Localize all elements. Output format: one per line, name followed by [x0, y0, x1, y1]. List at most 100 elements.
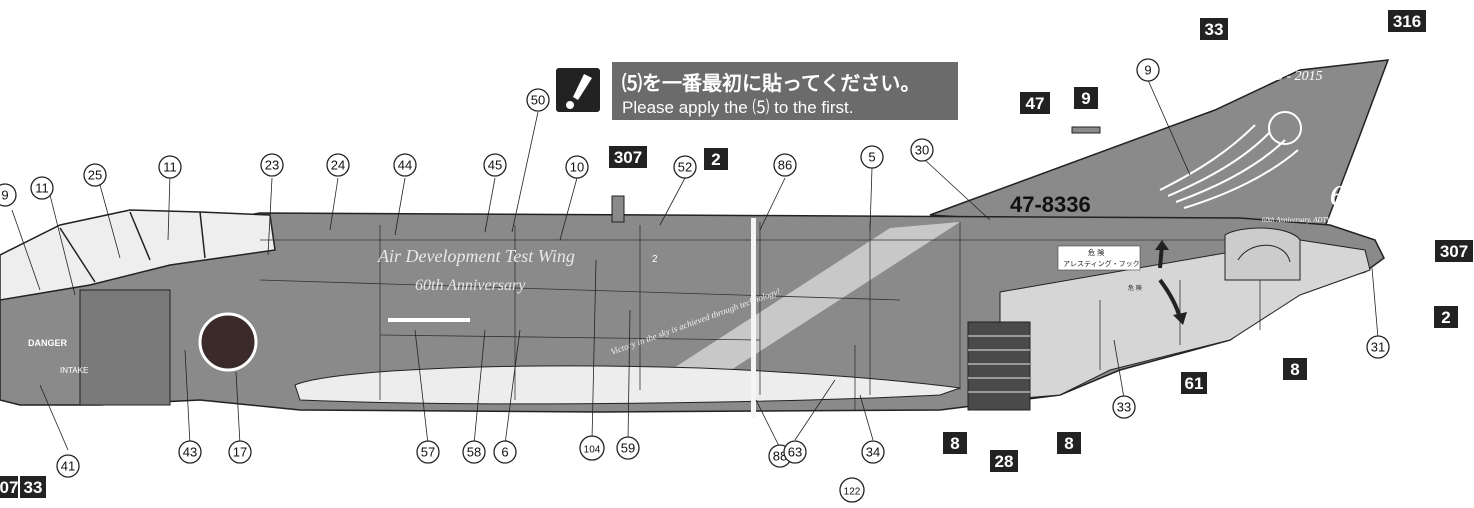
callout-label: 25 — [88, 168, 102, 183]
tail-sixty: 60 — [1330, 181, 1358, 212]
callout-circle-c9a: 9 — [0, 183, 17, 207]
callout-circle-c11a: 11 — [30, 176, 54, 200]
callout-box-b8b: 8 — [943, 432, 967, 454]
callout-label: 33 — [1117, 400, 1131, 415]
callout-circle-c11b: 11 — [158, 155, 182, 179]
callout-box-b2a: 2 — [704, 148, 728, 170]
callout-circle-c59: 59 — [616, 436, 640, 460]
callout-label: 9 — [1144, 63, 1151, 78]
callout-circle-c50: 50 — [526, 88, 550, 112]
callout-box-b9: 9 — [1074, 87, 1098, 109]
callout-circle-c63: 63 — [783, 440, 807, 464]
callout-label: 34 — [866, 445, 880, 460]
exclamation-glyph — [566, 74, 592, 109]
warning-intake: INTAKE — [60, 366, 88, 375]
callout-box-label: 33 — [1205, 20, 1224, 39]
callout-label: 45 — [488, 158, 502, 173]
callout-label: 41 — [61, 459, 75, 474]
callout-label: 10 — [570, 160, 584, 175]
white-stripe — [388, 318, 470, 322]
callout-circle-c5: 5 — [860, 145, 884, 169]
callout-circle-c17: 17 — [228, 440, 252, 464]
side-number: 2 — [652, 254, 658, 265]
tail-antenna — [1071, 126, 1101, 134]
callout-box-label: 8 — [1064, 434, 1073, 453]
callout-label: 50 — [531, 93, 545, 108]
callout-circle-c6: 6 — [493, 440, 517, 464]
intake-ramp — [79, 289, 171, 406]
callout-box-label: 307 — [614, 148, 642, 167]
callout-box-b07: 07 — [0, 476, 18, 498]
callout-box-label: 8 — [950, 434, 959, 453]
leader-lines — [11, 79, 1379, 451]
callout-label: 23 — [265, 158, 279, 173]
callout-box-label: 8 — [1290, 360, 1299, 379]
callout-circle-c58: 58 — [462, 440, 486, 464]
callout-circle-c86: 86 — [773, 153, 797, 177]
callout-box-b8c: 8 — [1057, 432, 1081, 454]
callout-label: 30 — [915, 143, 929, 158]
callout-label: 17 — [233, 445, 247, 460]
roundel — [198, 312, 258, 372]
callout-circle-c44: 44 — [393, 153, 417, 177]
callout-box-label: 9 — [1081, 89, 1090, 108]
callout-label: 24 — [331, 158, 345, 173]
callout-box-b33b: 33 — [20, 476, 46, 498]
callout-box-label: 28 — [995, 452, 1014, 471]
callout-label: 104 — [584, 445, 601, 456]
arresting-hook-fairing — [1224, 227, 1301, 281]
callout-circle-c25: 25 — [83, 163, 107, 187]
note-english: Please apply the ⑸ to the first. — [622, 98, 854, 117]
callout-circle-c9b: 9 — [1136, 58, 1160, 82]
callout-box-b61: 61 — [1181, 372, 1207, 394]
callout-box-b8a: 8 — [1283, 358, 1307, 380]
callout-box-label: 2 — [1441, 308, 1450, 327]
callout-circle-c34: 34 — [861, 440, 885, 464]
callout-circle-c24: 24 — [326, 153, 350, 177]
hook-kanji-top: 危 険 — [1088, 248, 1104, 257]
antenna — [611, 195, 625, 223]
callout-circle-c122: 122 — [839, 477, 865, 503]
exclamation-icon — [556, 68, 600, 112]
callout-box-label: 307 — [1440, 242, 1468, 261]
callout-label: 11 — [35, 181, 49, 196]
callout-circle-c23: 23 — [260, 153, 284, 177]
callout-label: 86 — [778, 158, 792, 173]
callout-label: 122 — [844, 487, 861, 498]
tail-emblem — [1159, 111, 1302, 209]
tail-caption: 60th Anniversary, ADTW — [1262, 216, 1333, 224]
diagonal-stripe — [640, 222, 960, 390]
serial-number: 47-8336 — [1010, 192, 1091, 217]
callout-box-label: 316 — [1393, 12, 1421, 31]
callout-box-label: 33 — [24, 478, 43, 497]
hook-kanji-label: アレスティング・フック — [1063, 259, 1140, 268]
callout-circle-c57: 57 — [416, 440, 440, 464]
callout-label: 43 — [183, 445, 197, 460]
callout-box-label: 07 — [0, 478, 18, 497]
callout-label: 57 — [421, 445, 435, 460]
script-line2: 60th Anniversary — [415, 277, 526, 294]
tail-years: 1955 - 2015 — [1255, 69, 1323, 84]
callout-circle-c31: 31 — [1366, 335, 1390, 359]
callout-box-label: 2 — [711, 150, 720, 169]
callout-box-b316: 316 — [1388, 10, 1426, 32]
note-japanese: ⑸を一番最初に貼ってください。 — [622, 71, 921, 95]
callout-box-label: 47 — [1026, 94, 1045, 113]
callout-circle-c10: 10 — [565, 155, 589, 179]
callout-label: 5 — [868, 150, 875, 165]
callout-label: 6 — [501, 445, 508, 460]
script-line1: Air Development Test Wing — [377, 246, 575, 266]
callout-box-b28: 28 — [990, 450, 1018, 472]
callout-box-label: 61 — [1185, 374, 1204, 393]
callout-label: 44 — [398, 158, 412, 173]
callout-label: 59 — [621, 441, 635, 456]
callout-box-b47: 47 — [1020, 92, 1050, 114]
hook-warning-box — [1057, 245, 1141, 271]
callout-circle-c43: 43 — [178, 440, 202, 464]
callout-circle-c104: 104 — [579, 435, 605, 461]
callout-box-b307a: 307 — [609, 146, 647, 168]
callout-circle-c30: 30 — [910, 138, 934, 162]
reference-line — [751, 218, 756, 418]
